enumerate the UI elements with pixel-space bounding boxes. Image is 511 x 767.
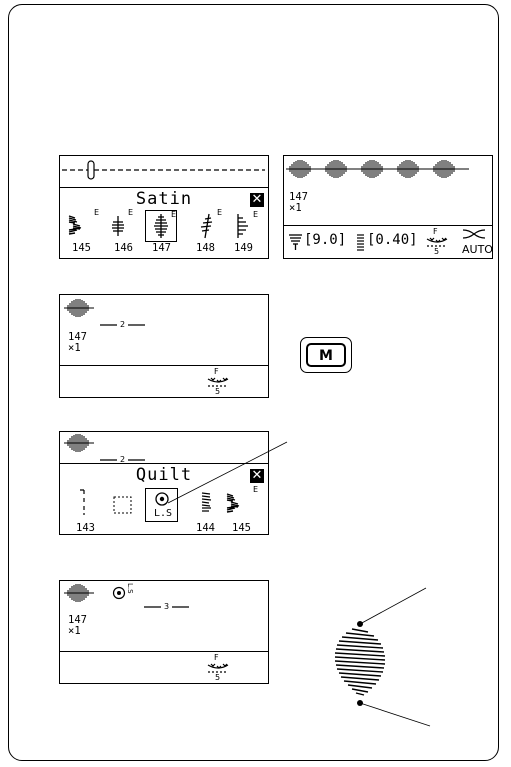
repeat-count: ×1 [68, 625, 81, 637]
thread-cutter-icon[interactable] [462, 228, 486, 240]
foot-letter: F [214, 367, 219, 376]
foot-number: 5 [434, 247, 440, 256]
selected-pattern-frame[interactable] [145, 210, 177, 242]
start-point-dot [357, 621, 363, 627]
step-line [100, 459, 145, 461]
locking-stitch-label: L.S [126, 583, 134, 594]
divider [60, 365, 268, 366]
marker-e: E [128, 208, 134, 217]
pattern-number: 147 [68, 331, 87, 343]
presser-foot-icon [207, 663, 229, 673]
pattern-icon-148[interactable] [198, 213, 216, 239]
pattern-icon-146[interactable] [110, 216, 126, 236]
pattern-icon-149[interactable] [236, 214, 252, 238]
step-number: 2 [120, 320, 126, 329]
selected-pattern-frame[interactable] [145, 488, 178, 522]
pattern-icon-145[interactable] [226, 490, 250, 516]
marker-e: E [171, 210, 177, 219]
divider [60, 651, 268, 652]
foot-letter: F [214, 653, 219, 662]
divider [284, 225, 492, 226]
pattern-number: 148 [196, 242, 215, 254]
pattern-number: 143 [76, 522, 95, 534]
pattern-number: 145 [232, 522, 251, 534]
locking-stitch-icon[interactable] [154, 492, 170, 506]
pattern-number: 147 [152, 242, 171, 254]
blank-pattern-icon[interactable] [113, 496, 133, 514]
close-icon[interactable]: ✕ [250, 468, 264, 483]
step-three-screen: L.S 3 147 ×1 F 5 [59, 580, 269, 684]
menu-title: Quilt [135, 465, 193, 485]
satin-menu-screen: Satin ✕ E 145 E 146 E 147 [59, 155, 269, 259]
marker-e: E [253, 210, 259, 219]
memory-button-label: M [306, 343, 346, 367]
step-line [144, 606, 189, 608]
step-number: 2 [120, 455, 126, 464]
pattern-number: 147 [289, 191, 308, 203]
step-line [100, 324, 145, 326]
divider [60, 187, 268, 188]
close-icon[interactable]: ✕ [250, 192, 264, 207]
pattern-icon-144[interactable] [200, 490, 214, 516]
repeat-count: ×1 [68, 342, 81, 354]
locking-stitch-label: L.S [154, 508, 173, 519]
stitch-density-value[interactable]: [0.40] [367, 232, 418, 248]
foot-letter: F [433, 227, 438, 236]
foot-number: 5 [215, 387, 221, 396]
stitch-width-value[interactable]: [9.0] [304, 232, 347, 248]
foot-number: 5 [215, 673, 221, 682]
pattern-icon-145[interactable] [68, 212, 92, 238]
page-frame [8, 4, 499, 761]
locking-stitch-icon [112, 586, 126, 600]
presser-foot-icon [426, 237, 448, 247]
end-point-dot [357, 700, 363, 706]
pattern-number: 146 [114, 242, 133, 254]
pattern-icon-147[interactable] [153, 214, 169, 238]
step-number: 3 [164, 602, 170, 611]
satin-stitch-preview [64, 584, 94, 602]
satin-bead-illustration [334, 587, 431, 727]
pattern-settings-screen: 147 ×1 [9.0] [0.40] F 5 AUTO [283, 155, 493, 259]
presser-foot-icon [207, 377, 229, 387]
step-two-screen: 2 147 ×1 F 5 [59, 294, 269, 398]
sewing-line-preview [62, 160, 265, 180]
pattern-number: 147 [68, 614, 87, 626]
satin-stitch-preview [64, 299, 94, 317]
pattern-number: 149 [234, 242, 253, 254]
stitch-width-icon[interactable] [289, 233, 303, 251]
menu-title: Satin [135, 189, 193, 209]
marker-e: E [253, 485, 259, 494]
memory-button[interactable]: M [300, 337, 352, 373]
pattern-number: 144 [196, 522, 215, 534]
marker-e: E [217, 208, 223, 217]
repeat-count: ×1 [289, 202, 302, 214]
straight-stitch-icon[interactable] [78, 488, 88, 516]
pattern-number: 145 [72, 242, 91, 254]
stitch-density-icon[interactable] [357, 233, 365, 251]
satin-stitch-preview [64, 434, 94, 452]
satin-stitch-beads [325, 160, 455, 178]
quilt-menu-screen: 2 Quilt ✕ 143 L.S 144 E 145 [59, 431, 269, 535]
auto-label: AUTO [462, 243, 493, 256]
marker-e: E [94, 208, 100, 217]
divider [60, 463, 268, 464]
